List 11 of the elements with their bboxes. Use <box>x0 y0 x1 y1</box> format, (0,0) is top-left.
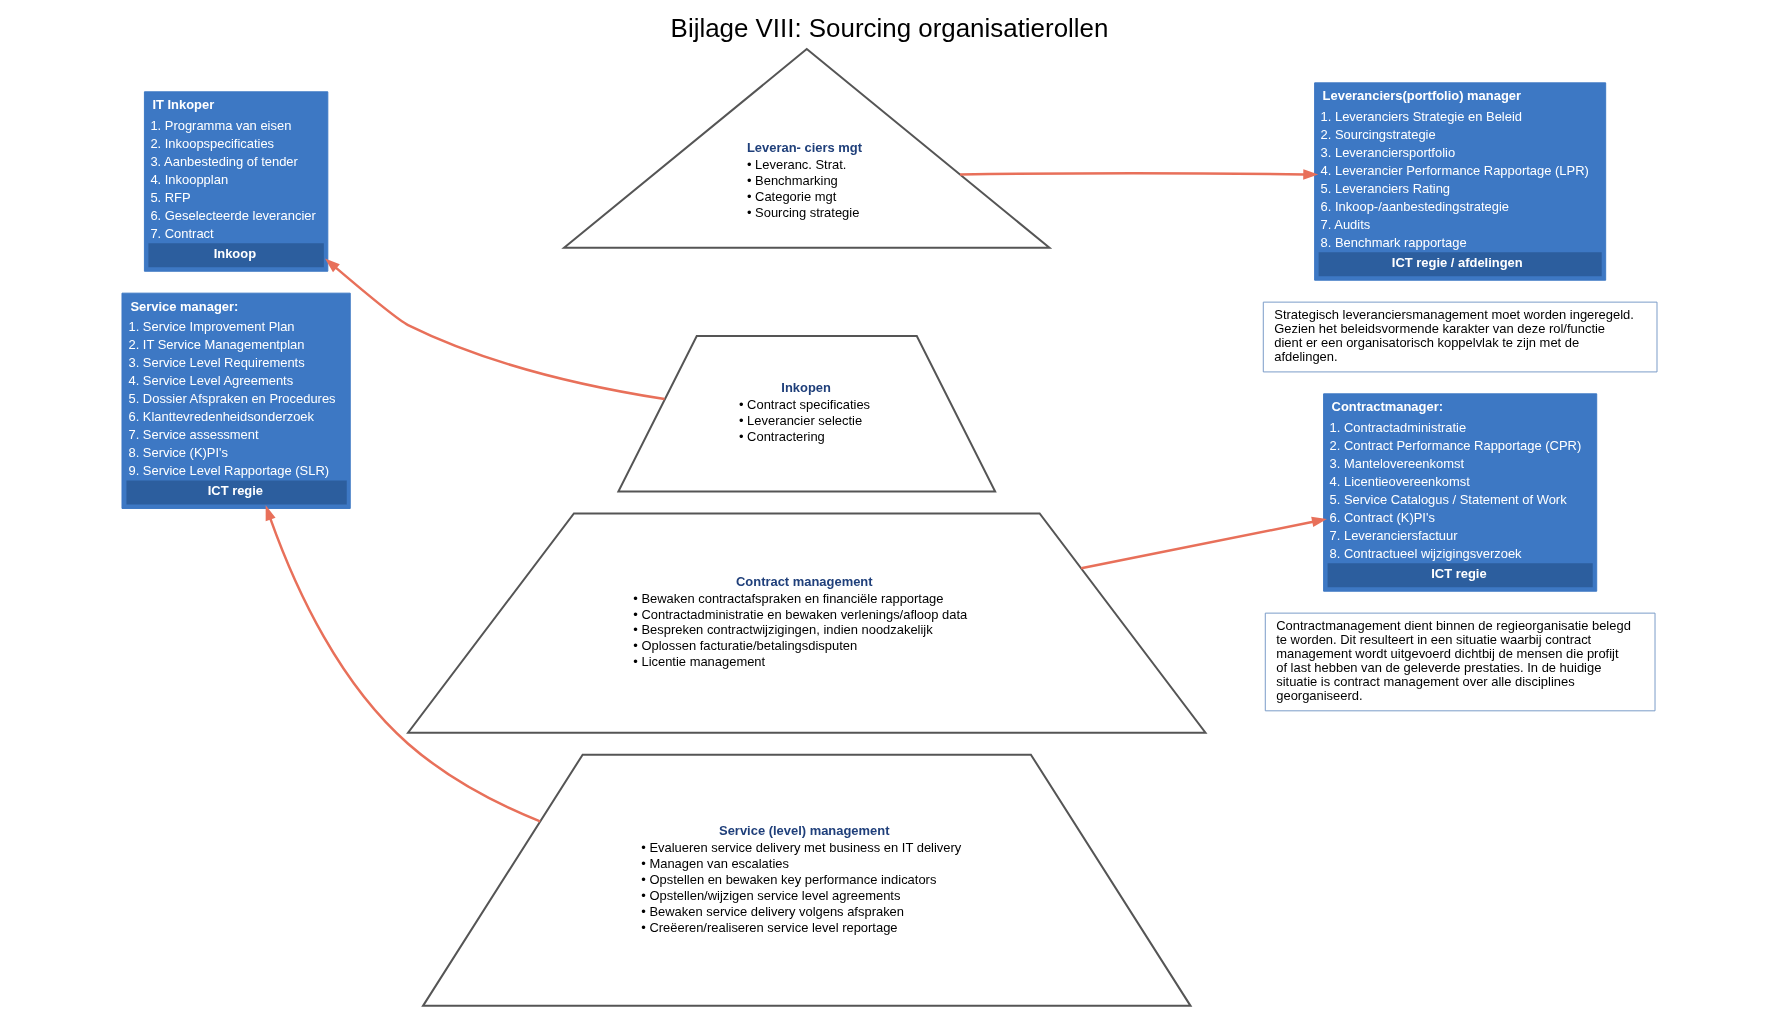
node-box: Strategisch leveranciersmanagement moet worden ingeregeld. Gezien het beleidsvormende karakter van deze rol/functie dient er een organisatorisch koppelvlak te zijn met de afdelingen. <box>1262 301 1657 373</box>
arrow <box>265 505 541 823</box>
node-box: IT Inkoper 1. Programma van eisen 2. Inkoopspecificaties 3. Aanbesteding of tender 4. Inkoopplan 5. RFP 6. Geselecteerde leverancier 7. Contract Inkoop <box>143 91 328 272</box>
arrow <box>1080 516 1327 570</box>
node-box: Service manager: 1. Service Improvement Plan 2. IT Service Managementplan 3. Service Level Requirements 4. Service Level Agreements 5. Dossier Afspraken en Procedures 6. Klanttevredenheidsonderzoek 7. Service assessment 8. Service (K)PI's 9. Service Level Rapportage (SLR) ICT regie <box>121 292 351 509</box>
arrow <box>324 258 665 401</box>
diagram-title: Bijlage VIII: Sourcing organisatierollen <box>670 13 1108 42</box>
node-box: Contractmanagement dient binnen de regieorganisatie belegd te worden. Dit resulteert in een situatie waarbij contract management wordt uitgevoerd dichtbij de mensen die profijt of last hebben van de geleverde prestaties. In de huidige situatie is contract management over alle disciplines georganiseerd. <box>1264 612 1655 712</box>
node-box: Contractmanager: 1. Contractadministratie 2. Contract Performance Rapportage (CPR) 3. Mantelovereenkomst 4. Licentieovereenkomst 5. Service Catalogus / Statement of Work 6. Contract (K)PI's 7. Leveranciersfactuur 8. Contractueel wijzigingsverzoek ICT regie <box>1322 393 1597 592</box>
arrow <box>959 169 1318 180</box>
node-box: Leveranciers(portfolio) manager 1. Leveranciers Strategie en Beleid 2. Sourcingstrategie 3. Leveranciersportfolio 4. Leverancier Performance Rapportage (LPR) 5. Leveranciers Rating 6. Inkoop-/aanbestedingstrategie 7. Audits 8. Benchmark rapportage ICT regie / afdelingen <box>1313 82 1606 281</box>
